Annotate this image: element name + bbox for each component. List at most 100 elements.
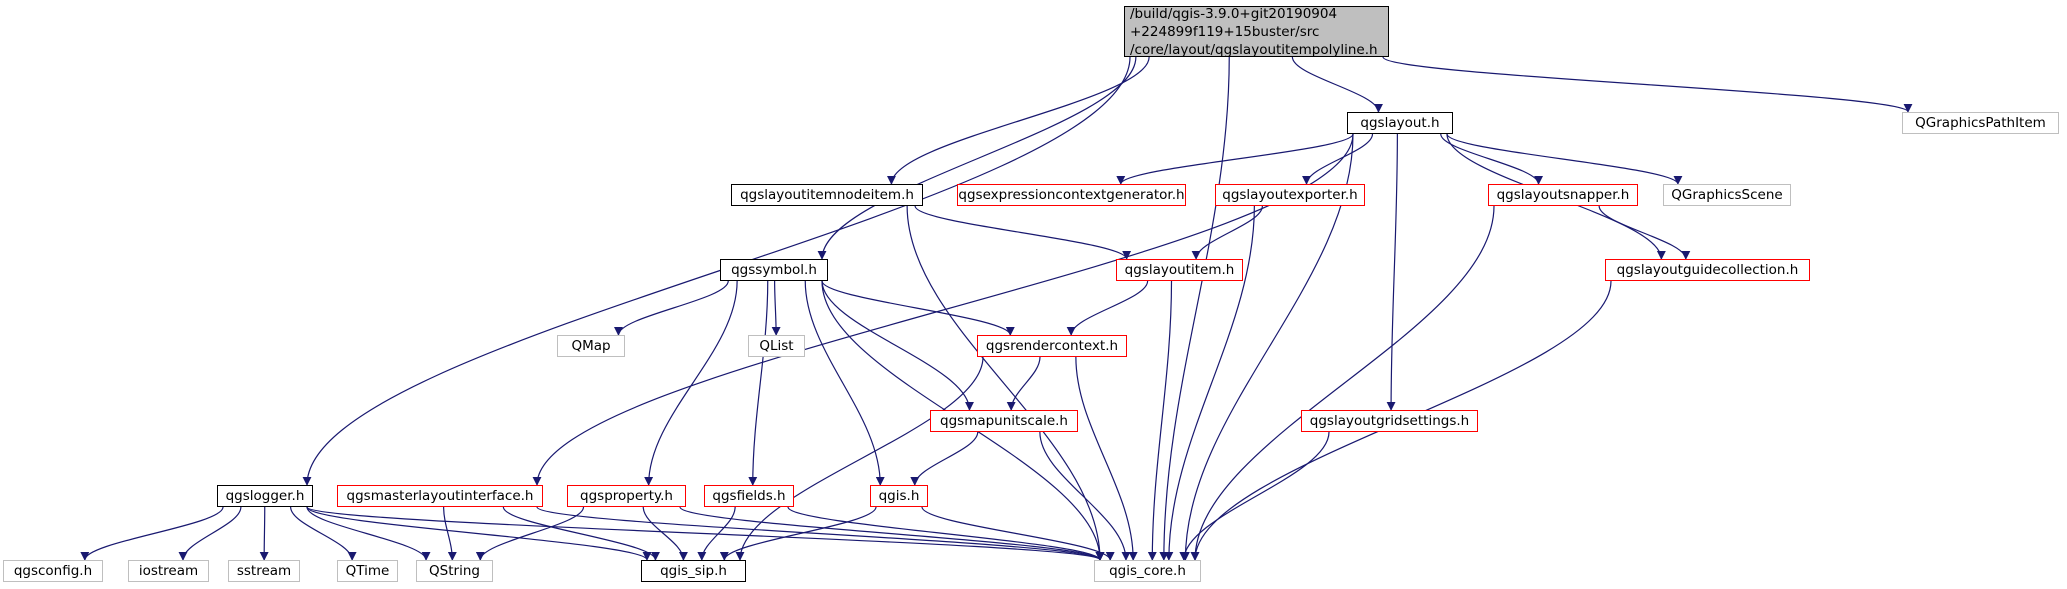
node-root[interactable]: /build/qgis-3.9.0+git20190904+224899f119… [1124, 5, 1389, 58]
node-label: qgslayoutsnapper.h [1496, 187, 1630, 203]
node-qmap[interactable]: QMap [557, 335, 625, 357]
node-label: /core/layout/qgslayoutitempolyline.h [1130, 41, 1378, 58]
node-label: QString [429, 563, 480, 579]
node-qgis_sip[interactable]: qgis_sip.h [641, 560, 746, 582]
node-label: QTime [345, 563, 390, 579]
edge-qgslayout-to-qgslayoutsnapper [1440, 133, 1544, 185]
node-label: qgsproperty.h [580, 488, 673, 504]
node-qgslayout[interactable]: qgslayout.h [1347, 112, 1453, 134]
node-qgslayoutsnapper[interactable]: qgslayoutsnapper.h [1488, 184, 1638, 206]
edge-qgsmapunitscale-to-qgis [910, 431, 979, 486]
node-label: sstream [236, 563, 292, 579]
edge-qgslayout-to-qgraphicsscene [1446, 133, 1683, 185]
edge-qgslogger-to-iostream [178, 506, 242, 561]
edge-root-to-qgslogger [302, 56, 1131, 486]
node-label: qgslayout.h [1360, 115, 1440, 131]
node-qgslayoutgridsettings[interactable]: qgslayoutgridsettings.h [1301, 410, 1478, 432]
edge-qgsproperty-to-qstring [475, 506, 585, 561]
node-label: qgsmapunitscale.h [940, 413, 1068, 429]
edge-qgslayoutitem-to-qgsrendercontext [1066, 280, 1149, 336]
node-label: qgsrendercontext.h [985, 338, 1119, 354]
node-qgsexpressioncontextgenerator[interactable]: qgsexpressioncontextgenerator.h [957, 184, 1186, 206]
node-qgslayoutitemnodeitem[interactable]: qgslayoutitemnodeitem.h [731, 184, 923, 206]
node-qgsmapunitscale[interactable]: qgsmapunitscale.h [930, 410, 1078, 432]
node-qgslayoutexporter[interactable]: qgslayoutexporter.h [1215, 184, 1365, 206]
node-label: qgslayoutexporter.h [1222, 187, 1358, 203]
node-qgslogger[interactable]: qgslogger.h [217, 485, 313, 507]
node-qlist[interactable]: QList [748, 335, 805, 357]
node-label: qgsconfig.h [13, 563, 93, 579]
node-qtime[interactable]: QTime [337, 560, 398, 582]
node-label: qgslayoutguidecollection.h [1616, 262, 1799, 278]
node-label: +224899f119+15buster/src [1130, 23, 1320, 40]
edge-root-to-qgslayoutitemnodeitem [886, 56, 1150, 185]
edge-qgslayoutgridsettings-to-qgis_core [1179, 431, 1330, 561]
node-qgraphicsscene[interactable]: QGraphicsScene [1663, 184, 1791, 206]
node-qgsproperty[interactable]: qgsproperty.h [567, 485, 686, 507]
edge-qgslogger-to-qgis_sip [306, 506, 652, 561]
node-label: iostream [138, 563, 199, 579]
node-label: qgis_core.h [1109, 563, 1186, 579]
node-label: qgis_sip.h [660, 563, 727, 579]
node-qgsfields[interactable]: qgsfields.h [704, 485, 794, 507]
node-label: qgsfields.h [712, 488, 786, 504]
node-qstring[interactable]: QString [416, 560, 493, 582]
edge-qgslayoutexporter-to-qgslayoutitem [1191, 205, 1263, 260]
edge-qgsrendercontext-to-qgsmapunitscale [1006, 356, 1041, 411]
node-qgslayoutguidecollection[interactable]: qgslayoutguidecollection.h [1605, 259, 1810, 281]
edge-qgsproperty-to-qgis_sip [642, 506, 688, 561]
node-label: qgssymbol.h [731, 262, 817, 278]
node-label: /build/qgis-3.9.0+git20190904 [1130, 5, 1338, 22]
edge-qgslayout-to-qgsexpressioncontextgenerator [1116, 133, 1354, 185]
node-qgsconfig[interactable]: qgsconfig.h [3, 560, 103, 582]
node-label: qgslayoutitem.h [1124, 262, 1235, 278]
edge-qgssymbol-to-qlist [771, 280, 781, 336]
edge-qgsfields-to-qgis_sip [697, 506, 736, 561]
edge-qgsfields-to-qgis_core [787, 506, 1105, 561]
edge-qgsmapunitscale-to-qgis_core [1039, 431, 1131, 561]
node-label: qgslayoutitemnodeitem.h [740, 187, 914, 203]
node-qgslayoutitem[interactable]: qgslayoutitem.h [1116, 259, 1243, 281]
edge-qgsproperty-to-qgis_core [679, 506, 1105, 561]
edge-qgssymbol-to-qgsfields [748, 280, 769, 486]
edge-qgslogger-to-sstream [259, 506, 269, 561]
edge-qgslayoutitemnodeitem-to-qgis_core [906, 205, 1105, 561]
node-label: qgsmasterlayoutinterface.h [346, 488, 534, 504]
edge-root-to-qgssymbol [817, 56, 1137, 260]
node-qgraphicspathitem[interactable]: QGraphicsPathItem [1902, 112, 2059, 134]
edge-qgslayout-to-qgslayoutexporter [1302, 133, 1374, 185]
node-label: qgsexpressioncontextgenerator.h [958, 187, 1185, 203]
node-qgsmasterlayoutinterface[interactable]: qgsmasterlayoutinterface.h [337, 485, 543, 507]
edge-qgsmasterlayoutinterface-to-qstring [443, 506, 457, 561]
edge-qgslayoutitem-to-qgis_core [1147, 280, 1173, 561]
edge-qgslogger-to-qtime [290, 506, 357, 561]
node-label: qgis.h [878, 488, 920, 504]
node-qgssymbol[interactable]: qgssymbol.h [720, 259, 828, 281]
node-qgis_core[interactable]: qgis_core.h [1094, 560, 1201, 582]
edge-qgslayout-to-qgslayoutgridsettings [1386, 133, 1398, 411]
edge-qgslogger-to-qstring [306, 506, 431, 561]
edge-qgslogger-to-qgsconfig [80, 506, 224, 561]
node-qgsrendercontext[interactable]: qgsrendercontext.h [977, 335, 1127, 357]
node-label: QGraphicsPathItem [1915, 115, 2046, 131]
edge-qgssymbol-to-qgsrendercontext [821, 280, 1015, 336]
node-sstream[interactable]: sstream [228, 560, 300, 582]
edge-qgis-to-qgis_sip [719, 506, 877, 561]
edge-qgslayoutsnapper-to-qgslayoutguidecollection [1598, 205, 1691, 260]
edge-qgssymbol-to-qgis [804, 280, 885, 486]
edge-qgslayoutitemnodeitem-to-qgslayoutitem [914, 205, 1132, 260]
edge-root-to-qgis_core [1159, 56, 1230, 561]
node-label: QMap [571, 338, 611, 354]
edge-qgssymbol-to-qgsmapunitscale [821, 280, 974, 411]
node-label: QGraphicsScene [1671, 187, 1783, 203]
node-qgis[interactable]: qgis.h [870, 485, 928, 507]
edge-qgsrendercontext-to-qgis_sip [735, 356, 984, 561]
node-iostream[interactable]: iostream [128, 560, 209, 582]
node-label: qgslayoutgridsettings.h [1309, 413, 1470, 429]
edge-qgslogger-to-qgis_core [306, 506, 1105, 561]
edge-qgsmasterlayoutinterface-to-qgis_sip [502, 506, 660, 561]
edge-qgsmasterlayoutinterface-to-qgis_core [536, 506, 1105, 561]
edge-root-to-qgslayout [1291, 56, 1383, 113]
edge-root-to-qgraphicspathitem [1382, 56, 1913, 113]
edge-qgslayoutsnapper-to-qgis_core [1190, 205, 1495, 561]
